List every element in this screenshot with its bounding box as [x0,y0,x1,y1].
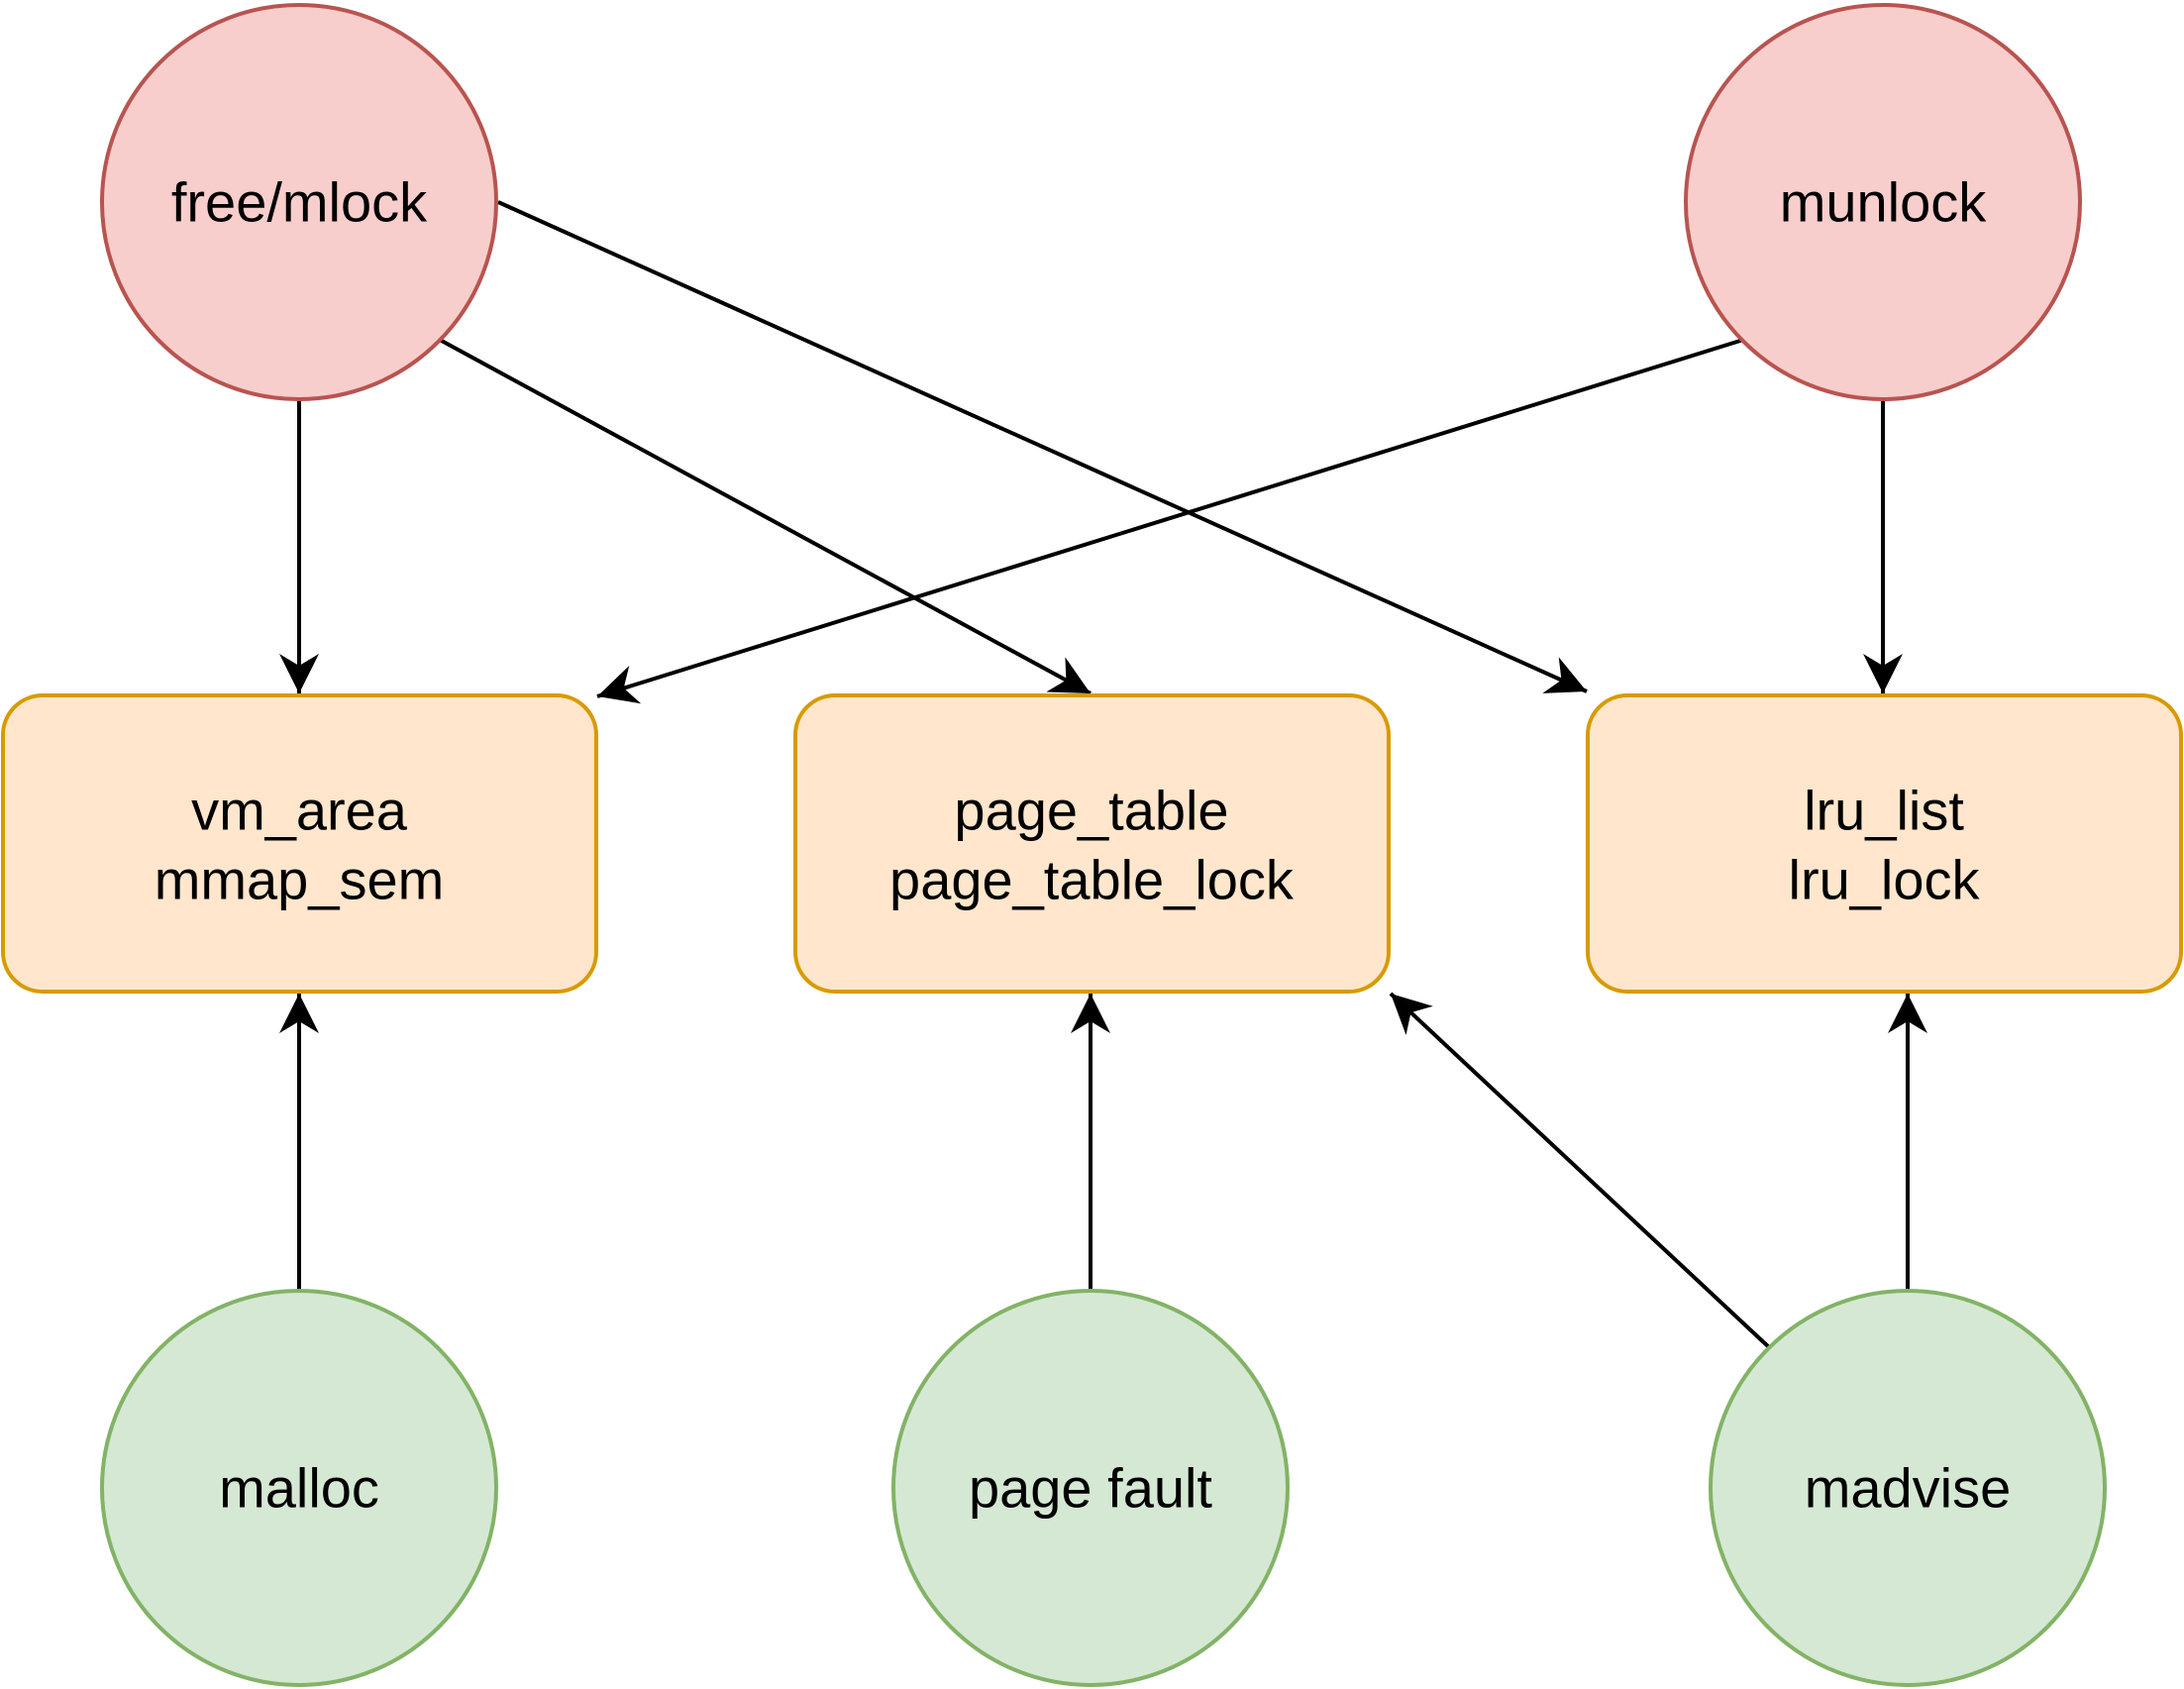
malloc-label: malloc [219,1457,379,1520]
lru-list-box [1586,693,2183,994]
page-fault-label: page fault [969,1457,1212,1520]
page-table-label-line-2: page_table_lock [889,849,1295,911]
vm-area-label-line-2: mmap_sem [155,849,445,911]
madvise-circle [1709,1289,2107,1687]
node-madvise: madvise [1709,1289,2107,1687]
lru-list-label-line-1: lru_list [1804,780,1964,842]
edge-madvise-to-page-table [1389,992,1771,1349]
edge-munlock-to-vm-area [596,338,1744,704]
page-fault-circle [891,1289,1290,1687]
malloc-circle [100,1289,498,1687]
node-malloc: malloc [100,1289,498,1687]
vm-area-label-line-1: vm_area [191,780,408,842]
node-munlock: munlock [1684,3,2082,401]
munlock-circle [1684,3,2082,401]
munlock-label: munlock [1780,171,1988,234]
edges [279,200,1927,1349]
node-vm-area: vm_area mmap_sem [1,693,598,994]
free-mlock-circle [100,3,498,401]
edge-free-mlock-to-lru-list [497,200,1588,693]
node-page-fault: page fault [891,1289,1290,1687]
lru-list-label-line-2: lru_lock [1789,849,1981,911]
madvise-label: madvise [1805,1457,2012,1520]
page-table-box [793,693,1391,994]
vm-area-box [1,693,598,994]
free-mlock-label: free/mlock [171,171,428,234]
node-free-mlock: free/mlock [100,3,498,401]
node-page-table: page_table page_table_lock [793,693,1391,994]
node-lru-list: lru_list lru_lock [1586,693,2183,994]
page-table-label-line-1: page_table [954,780,1228,842]
edge-free-mlock-to-page-table [439,338,1092,695]
